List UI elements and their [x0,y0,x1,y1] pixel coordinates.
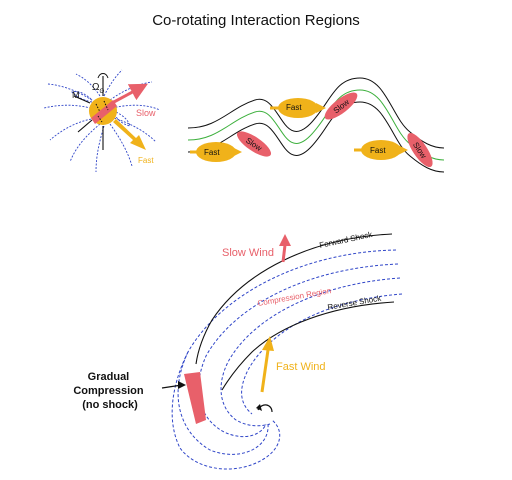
sun-label-fast: Fast [138,156,154,165]
label-fast-wind: Fast Wind [276,361,326,373]
reverse-shock-line [221,301,395,391]
gradual-compression-band [184,372,206,424]
sun-field-lines [43,69,161,173]
label-slow-wind: Slow Wind [222,247,274,259]
sun-radial-lines [73,76,104,150]
fast-wind-arrow [113,119,146,150]
gradual-compression-pointer-head [178,381,186,389]
wave-panel: Slow Slow Slow Fast Fast Fast [187,77,445,173]
wave-fast-stream-2: Fast [270,98,326,118]
wave-boundary-lower [187,101,445,173]
fast-wind-arrowhead [262,336,274,351]
wave-fast-label: Fast [286,103,302,112]
wave-slow-region-1: Slow [236,131,272,157]
sun-surface-ticks [95,100,109,123]
label-gradual-compression: Gradual Compression (no shock) [73,371,146,411]
cir-panel: Slow Wind Fast Wind Forward Shock Revers… [73,230,403,470]
wave-fast-label: Fast [370,146,386,155]
wave-slow-region-2: Slow [324,92,358,120]
slow-wind-arrowhead [279,234,291,246]
wave-fast-stream-3: Fast [354,140,408,160]
sun-label-omega: Ωʘ [92,82,104,95]
sun-label-m: M [72,90,80,100]
label-reverse-shock: Reverse Shock [327,294,383,312]
sun-label-slow: Slow [136,108,156,118]
wave-slow-region-3: Slow [407,132,433,168]
forward-shock-line [195,233,393,365]
rotation-circle-arrowhead [256,404,262,411]
wave-fast-stream-1: Fast [190,142,242,162]
label-forward-shock: Forward Shock [319,230,374,250]
label-compression-region: Compression Region [257,286,332,308]
wave-boundary-upper [187,77,445,149]
cir-field-lines [171,249,403,470]
fast-wind-arrow-large [260,349,270,393]
slow-wind-arrow-large [281,244,287,263]
slow-wind-arrow [111,83,148,105]
rotation-arrow-icon [97,73,109,79]
diagram-title: Co-rotating Interaction Regions [152,12,360,29]
sun-slow-band [91,100,117,124]
wave-fast-label: Fast [204,148,220,157]
sun-panel: M Ωʘ Slow Fast [43,69,161,173]
